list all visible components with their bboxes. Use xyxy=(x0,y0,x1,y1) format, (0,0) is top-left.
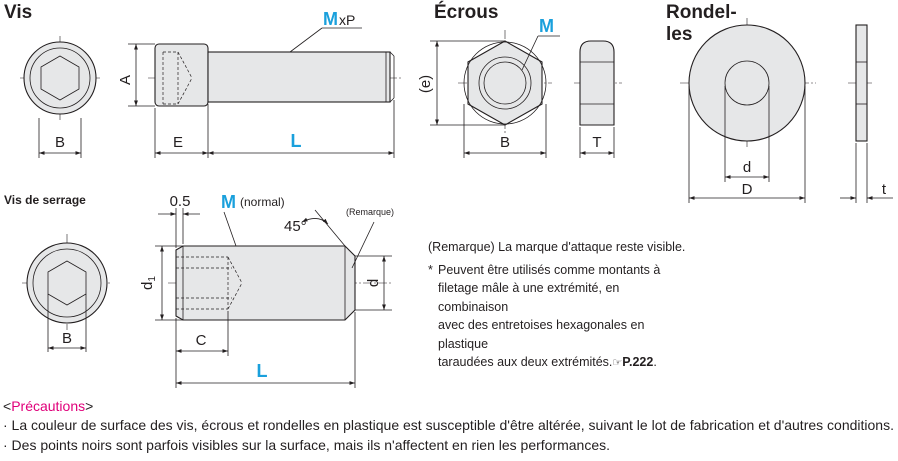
section-title-washers-line2: les xyxy=(666,24,692,45)
section-title-screws: Vis xyxy=(4,2,32,23)
precaution-item: · Des points noirs sont parfois visibles… xyxy=(3,437,611,453)
section-title-washers-line1: Rondel- xyxy=(666,2,737,23)
dim-label-nut-T: T xyxy=(592,134,601,151)
screw-side-view: A E L M xP xyxy=(117,9,402,158)
dim-label-washer-t: t xyxy=(882,181,887,198)
note-remark: (Remarque) La marque d'attaque reste vis… xyxy=(428,240,686,254)
dim-label-washer-D: D xyxy=(742,181,753,198)
note-line: taraudées aux deux extrémités.☞P.222. xyxy=(438,355,657,369)
dim-label-set-C: C xyxy=(196,332,207,349)
notes-block: (Remarque) La marque d'attaque reste vis… xyxy=(428,238,690,373)
dim-label-screw-E: E xyxy=(173,134,183,151)
note-line: avec des entretoises hexagonales en plas… xyxy=(438,318,645,351)
washer-side-view: t xyxy=(840,24,893,203)
note-asterisk: * Peuvent être utilisés comme montants à… xyxy=(428,261,690,373)
dim-label-nut-M: M xyxy=(539,16,554,36)
dim-label-screw-A: A xyxy=(117,75,134,85)
dim-label-set-B: B xyxy=(62,330,72,347)
dim-label-screw-L: L xyxy=(291,131,302,151)
dim-label-set-pitch: 0.5 xyxy=(170,193,191,210)
nut-side-view: T xyxy=(574,40,622,158)
page-reference-link[interactable]: P.222 xyxy=(622,355,654,369)
set-screw-end-view: B xyxy=(22,234,112,352)
asterisk-mark: * xyxy=(428,262,433,277)
note-line: Peuvent être utilisés comme montants à xyxy=(438,262,661,277)
section-title-nuts: Écrous xyxy=(434,1,498,23)
dim-label-screw-M: M xyxy=(323,9,338,29)
dim-label-set-normal: (normal) xyxy=(240,195,285,209)
set-screw-side-view: 0.5 M (normal) 45° (Remarque) d1 d C L xyxy=(139,192,394,388)
dim-label-washer-d: d xyxy=(743,159,751,176)
precaution-item: · La couleur de surface des vis, écrous … xyxy=(3,417,894,433)
section-title-set-screws: Vis de serrage xyxy=(4,193,86,207)
nut-front-view: (e) B M xyxy=(417,16,560,158)
dim-label-screw-xP: xP xyxy=(339,12,355,28)
dim-label-set-L: L xyxy=(257,361,268,381)
note-line: filetage mâle à une extrémité, en combin… xyxy=(438,281,620,314)
dim-label-set-angle: 45° xyxy=(284,218,307,235)
note-asterisk-text: Peuvent être utilisés comme montants à f… xyxy=(438,261,690,373)
dim-label-set-d: d xyxy=(365,279,382,287)
precautions-title: <Précautions> xyxy=(3,398,94,414)
page-reference-icon: ☞ xyxy=(612,357,623,369)
dim-label-nut-B: B xyxy=(500,134,510,151)
dim-label-screw-B: B xyxy=(55,134,65,151)
screw-end-view: B xyxy=(20,36,100,158)
dim-label-nut-e: (e) xyxy=(417,75,434,93)
dim-label-set-d1: d1 xyxy=(139,276,158,290)
dim-label-set-remark: (Remarque) xyxy=(346,207,394,217)
washer-front-view: d D xyxy=(680,18,816,203)
dim-label-set-M: M xyxy=(221,192,236,212)
